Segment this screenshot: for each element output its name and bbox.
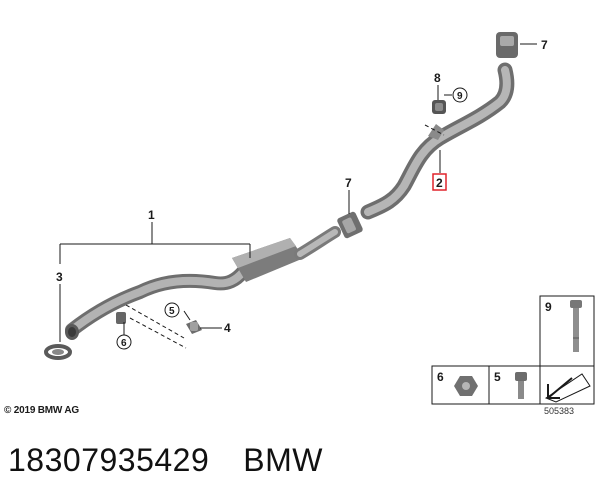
exhaust-diagram: 1 2 3 4 5 6 7 7 8 9 9 6 5: [44, 32, 595, 405]
middle-clamp: [337, 211, 363, 239]
callout-2: 2: [436, 176, 443, 190]
rear-pipe: [360, 62, 515, 220]
part-caption: 18307935429 BMW: [8, 442, 323, 479]
rubber-mount: [432, 100, 446, 114]
front-pipe: [65, 265, 250, 340]
legend-row: 6 5: [431, 365, 595, 405]
callout-5: 5: [169, 306, 175, 317]
callout-7-rear: 7: [541, 38, 548, 52]
illustration-number: 505383: [544, 406, 575, 416]
front-hanger: [116, 312, 202, 334]
center-muffler: [232, 226, 341, 282]
legend-label-9: 9: [545, 300, 552, 314]
callout-7-middle: 7: [345, 176, 352, 190]
callout-6-circle: [116, 334, 132, 350]
leader-lines: [59, 43, 537, 349]
hanger-bracket: [428, 124, 444, 140]
callout-4: 4: [224, 321, 231, 335]
callout-8: 8: [434, 71, 441, 85]
callout-9: 9: [457, 91, 463, 102]
copyright-text: © 2019 BMW AG: [4, 405, 79, 416]
brand-name: BMW: [243, 442, 323, 478]
callout-6: 6: [121, 338, 127, 349]
part-number: 18307935429: [8, 442, 210, 478]
callout-5-circle: [164, 302, 180, 318]
callout-3: 3: [56, 270, 63, 284]
callout-1: 1: [148, 208, 155, 222]
callout-9-circle: [452, 87, 468, 103]
legend-box-9: 9: [539, 295, 595, 367]
legend-label-6: 6: [437, 370, 444, 384]
callout-2-box: [432, 173, 447, 191]
rear-clamp: [496, 32, 518, 58]
front-gasket: [44, 344, 72, 360]
legend-label-5: 5: [494, 370, 501, 384]
